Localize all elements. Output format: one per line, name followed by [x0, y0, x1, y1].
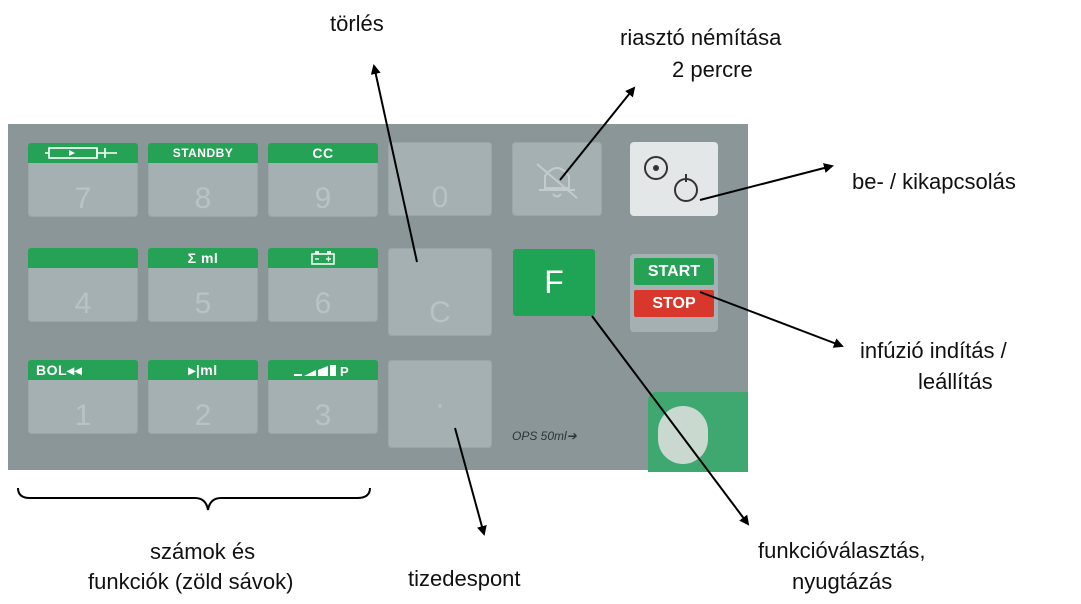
brace-szamok — [17, 487, 371, 511]
key-7[interactable]: 7 — [28, 143, 138, 217]
label-funkcio-line1: funkcióválasztás, — [758, 538, 926, 563]
key-digit: · — [435, 388, 445, 421]
key-0[interactable]: 0 — [388, 142, 492, 216]
key-decimal[interactable]: · — [388, 360, 492, 448]
key-8[interactable]: STANDBY 8 — [148, 143, 258, 217]
key-1[interactable]: BOL◂◂ 1 — [28, 360, 138, 434]
key-2[interactable]: ▸|ml 2 — [148, 360, 258, 434]
key-band: P — [268, 360, 378, 380]
key-digit: 1 — [74, 399, 92, 432]
stop-label: STOP — [634, 290, 714, 317]
key-4[interactable]: 4 — [28, 248, 138, 322]
key-band-label: STANDBY — [148, 143, 258, 163]
alarm-mute-key[interactable] — [512, 142, 602, 216]
label-infuzio-line1: infúzió indítás / — [860, 338, 1007, 363]
battery-icon — [311, 251, 335, 265]
start-stop-key[interactable]: START STOP — [630, 254, 718, 332]
label-riaszto-line1: riasztó némítása — [620, 25, 782, 50]
arrow-funkcio — [591, 315, 750, 526]
label-funkcio-line2: nyugtázás — [792, 569, 893, 594]
label-infuzio-line2: leállítás — [918, 369, 993, 394]
key-digit: 2 — [194, 399, 212, 432]
label-torles: törlés — [330, 11, 384, 36]
bell-mute-icon — [536, 163, 578, 199]
arrow-bekikapcsolas — [699, 163, 834, 201]
key-band-label: Σ ml — [148, 248, 258, 268]
key-digit: C — [429, 296, 451, 329]
key-5[interactable]: Σ ml 5 — [148, 248, 258, 322]
arrow-infuzio — [699, 291, 844, 348]
syringe-type-label: OPS 50ml➔ — [512, 429, 577, 443]
key-digit: 3 — [314, 399, 332, 432]
key-band-label: BOL◂◂ — [28, 360, 138, 380]
syringe-icon — [45, 147, 117, 159]
battery-band — [268, 248, 378, 268]
arrow-riaszto — [559, 86, 636, 181]
key-band-label: ▸|ml — [148, 360, 258, 380]
power-key[interactable] — [630, 142, 718, 216]
key-digit: 0 — [431, 181, 449, 214]
key-digit: 6 — [314, 287, 332, 320]
key-digit: 4 — [74, 287, 92, 320]
syringe-band — [28, 143, 138, 163]
key-digit: 8 — [194, 182, 212, 215]
key-digit: 9 — [314, 182, 332, 215]
label-bekikapcsolas: be- / kikapcsolás — [852, 169, 1016, 194]
power-icon — [644, 156, 698, 202]
key-digit: 5 — [194, 287, 212, 320]
label-riaszto-line2: 2 percre — [672, 57, 753, 82]
function-key[interactable]: F — [513, 249, 595, 316]
label-szamok-line1: számok és — [150, 539, 256, 564]
key-band-label: P — [340, 364, 349, 378]
level-bars-icon: P — [294, 364, 349, 379]
key-6[interactable]: 6 — [268, 248, 378, 322]
arrow-tizedespont — [454, 427, 487, 536]
key-9[interactable]: CC 9 — [268, 143, 378, 217]
start-label: START — [634, 258, 714, 285]
key-band-label: CC — [268, 143, 378, 163]
key-3[interactable]: P 3 — [268, 360, 378, 434]
label-tizedespont: tizedespont — [408, 566, 521, 591]
label-szamok-line2: funkciók (zöld sávok) — [88, 569, 294, 594]
key-band-label — [28, 248, 138, 268]
key-clear[interactable]: C — [388, 248, 492, 336]
key-digit: 7 — [74, 182, 92, 215]
arrow-torles — [370, 64, 418, 263]
